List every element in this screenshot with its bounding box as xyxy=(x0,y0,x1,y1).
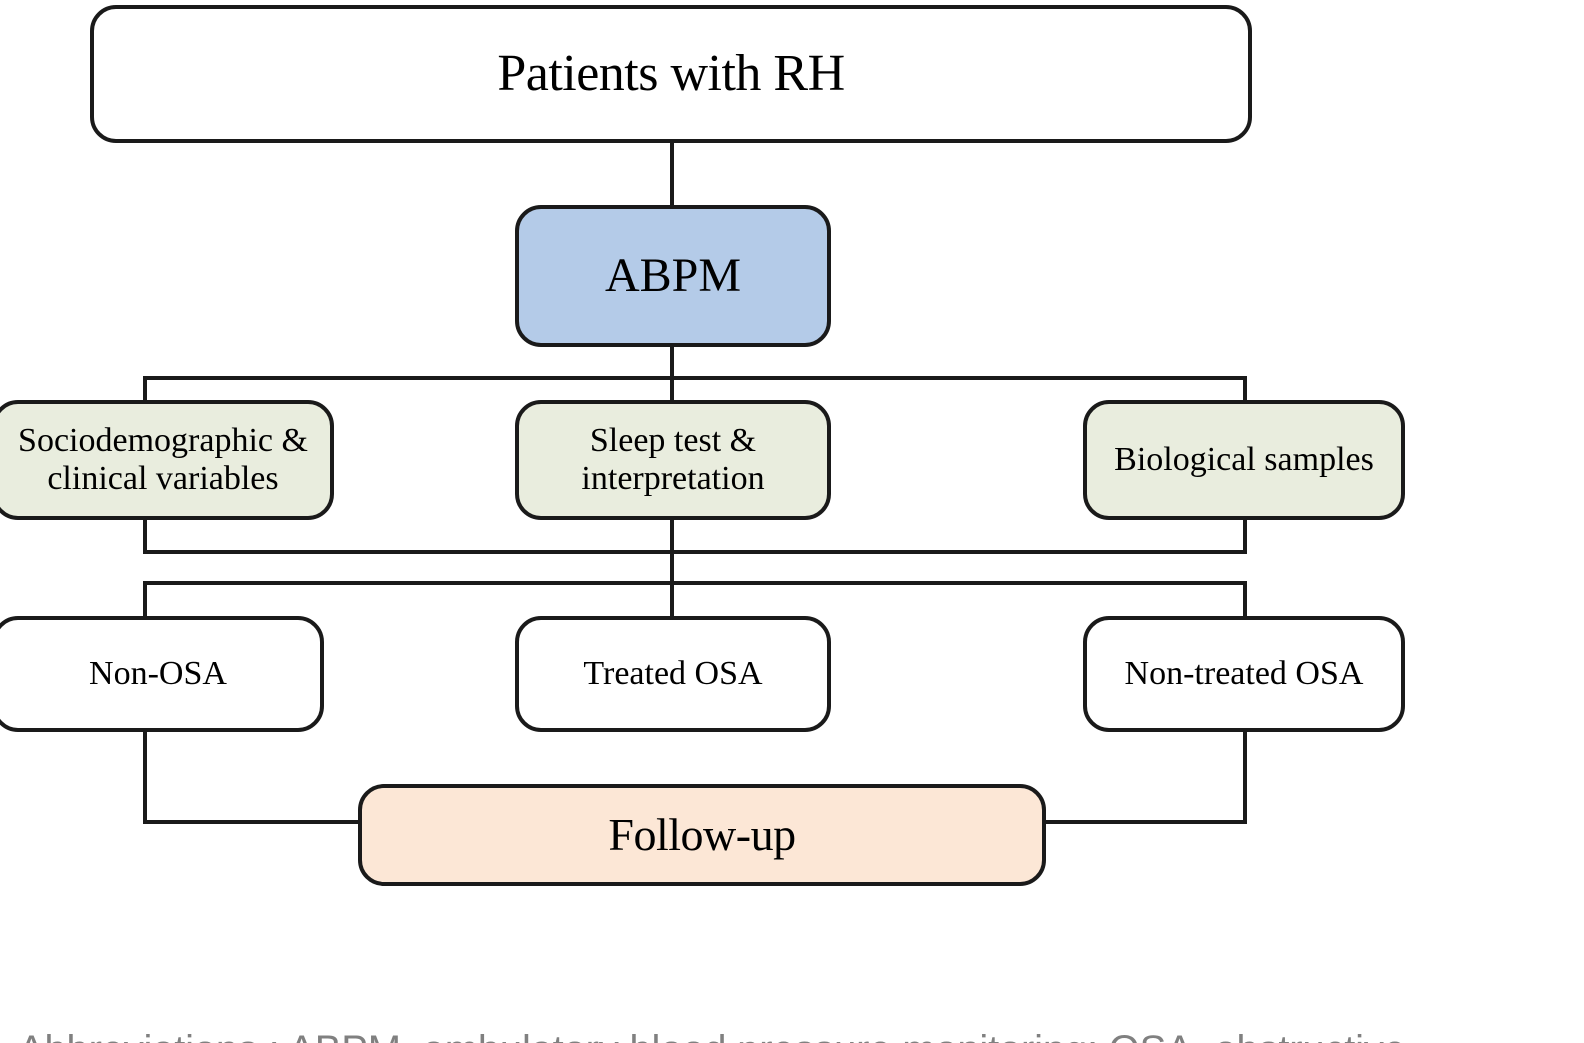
node-biological-samples[interactable]: Biological samples xyxy=(1083,400,1405,520)
node-abpm[interactable]: ABPM xyxy=(515,205,831,347)
node-non-treated-osa-label: Non-treated OSA xyxy=(1124,654,1364,692)
connector-row3-right-drop xyxy=(1243,581,1247,620)
abbreviations-line-1: Abbreviations : ABPM, ambulatory blood p… xyxy=(18,1022,1584,1043)
node-sleep-label-line1: Sleep test & xyxy=(589,421,757,459)
node-socio-label-line1: Sociodemographic & xyxy=(18,421,308,459)
connector-nontreated-to-followup xyxy=(1036,820,1247,824)
connector-row2-distribution-bar xyxy=(143,376,1247,380)
connector-row3-distribution-bar xyxy=(143,581,1247,585)
node-biological-label: Biological samples xyxy=(1114,440,1374,478)
node-sociodemographic-clinical-variables[interactable]: Sociodemographic &clinical variables xyxy=(0,400,334,520)
node-patients-label: Patients with RH xyxy=(497,44,845,102)
node-abpm-label: ABPM xyxy=(604,249,742,303)
node-socio-label: Sociodemographic &clinical variables xyxy=(0,422,328,498)
connector-row2-merge-bar xyxy=(143,550,1247,554)
node-treated-osa[interactable]: Treated OSA xyxy=(515,616,831,732)
node-sleep-label-line2: interpretation xyxy=(581,460,765,497)
connector-nontreated-down xyxy=(1243,730,1247,824)
connector-sleep-down xyxy=(670,518,674,620)
node-follow-up[interactable]: Follow-up xyxy=(358,784,1046,886)
connector-nonosa-down xyxy=(143,730,147,824)
connector-abpm-down xyxy=(670,345,674,403)
connector-patients-to-abpm xyxy=(670,141,674,209)
node-patients-with-rh[interactable]: Patients with RH xyxy=(90,5,1252,143)
node-socio-label-line2: clinical variables xyxy=(47,460,279,497)
node-non-osa-label: Non-OSA xyxy=(89,654,227,692)
connector-row3-left-drop xyxy=(143,581,147,620)
connector-socio-down xyxy=(143,518,147,554)
abbreviations-note: Abbreviations : ABPM, ambulatory blood p… xyxy=(18,908,1584,1043)
node-treated-osa-label: Treated OSA xyxy=(583,654,763,692)
node-sleep-label: Sleep test &interpretation xyxy=(561,422,784,498)
node-non-osa[interactable]: Non-OSA xyxy=(0,616,324,732)
node-sleep-test-interpretation[interactable]: Sleep test &interpretation xyxy=(515,400,831,520)
connector-row2-left-drop xyxy=(143,376,147,404)
node-follow-up-label: Follow-up xyxy=(608,809,796,861)
connector-nonosa-to-followup xyxy=(143,820,368,824)
node-non-treated-osa[interactable]: Non-treated OSA xyxy=(1083,616,1405,732)
connector-row2-right-drop xyxy=(1243,376,1247,404)
connector-bio-down xyxy=(1243,518,1247,554)
